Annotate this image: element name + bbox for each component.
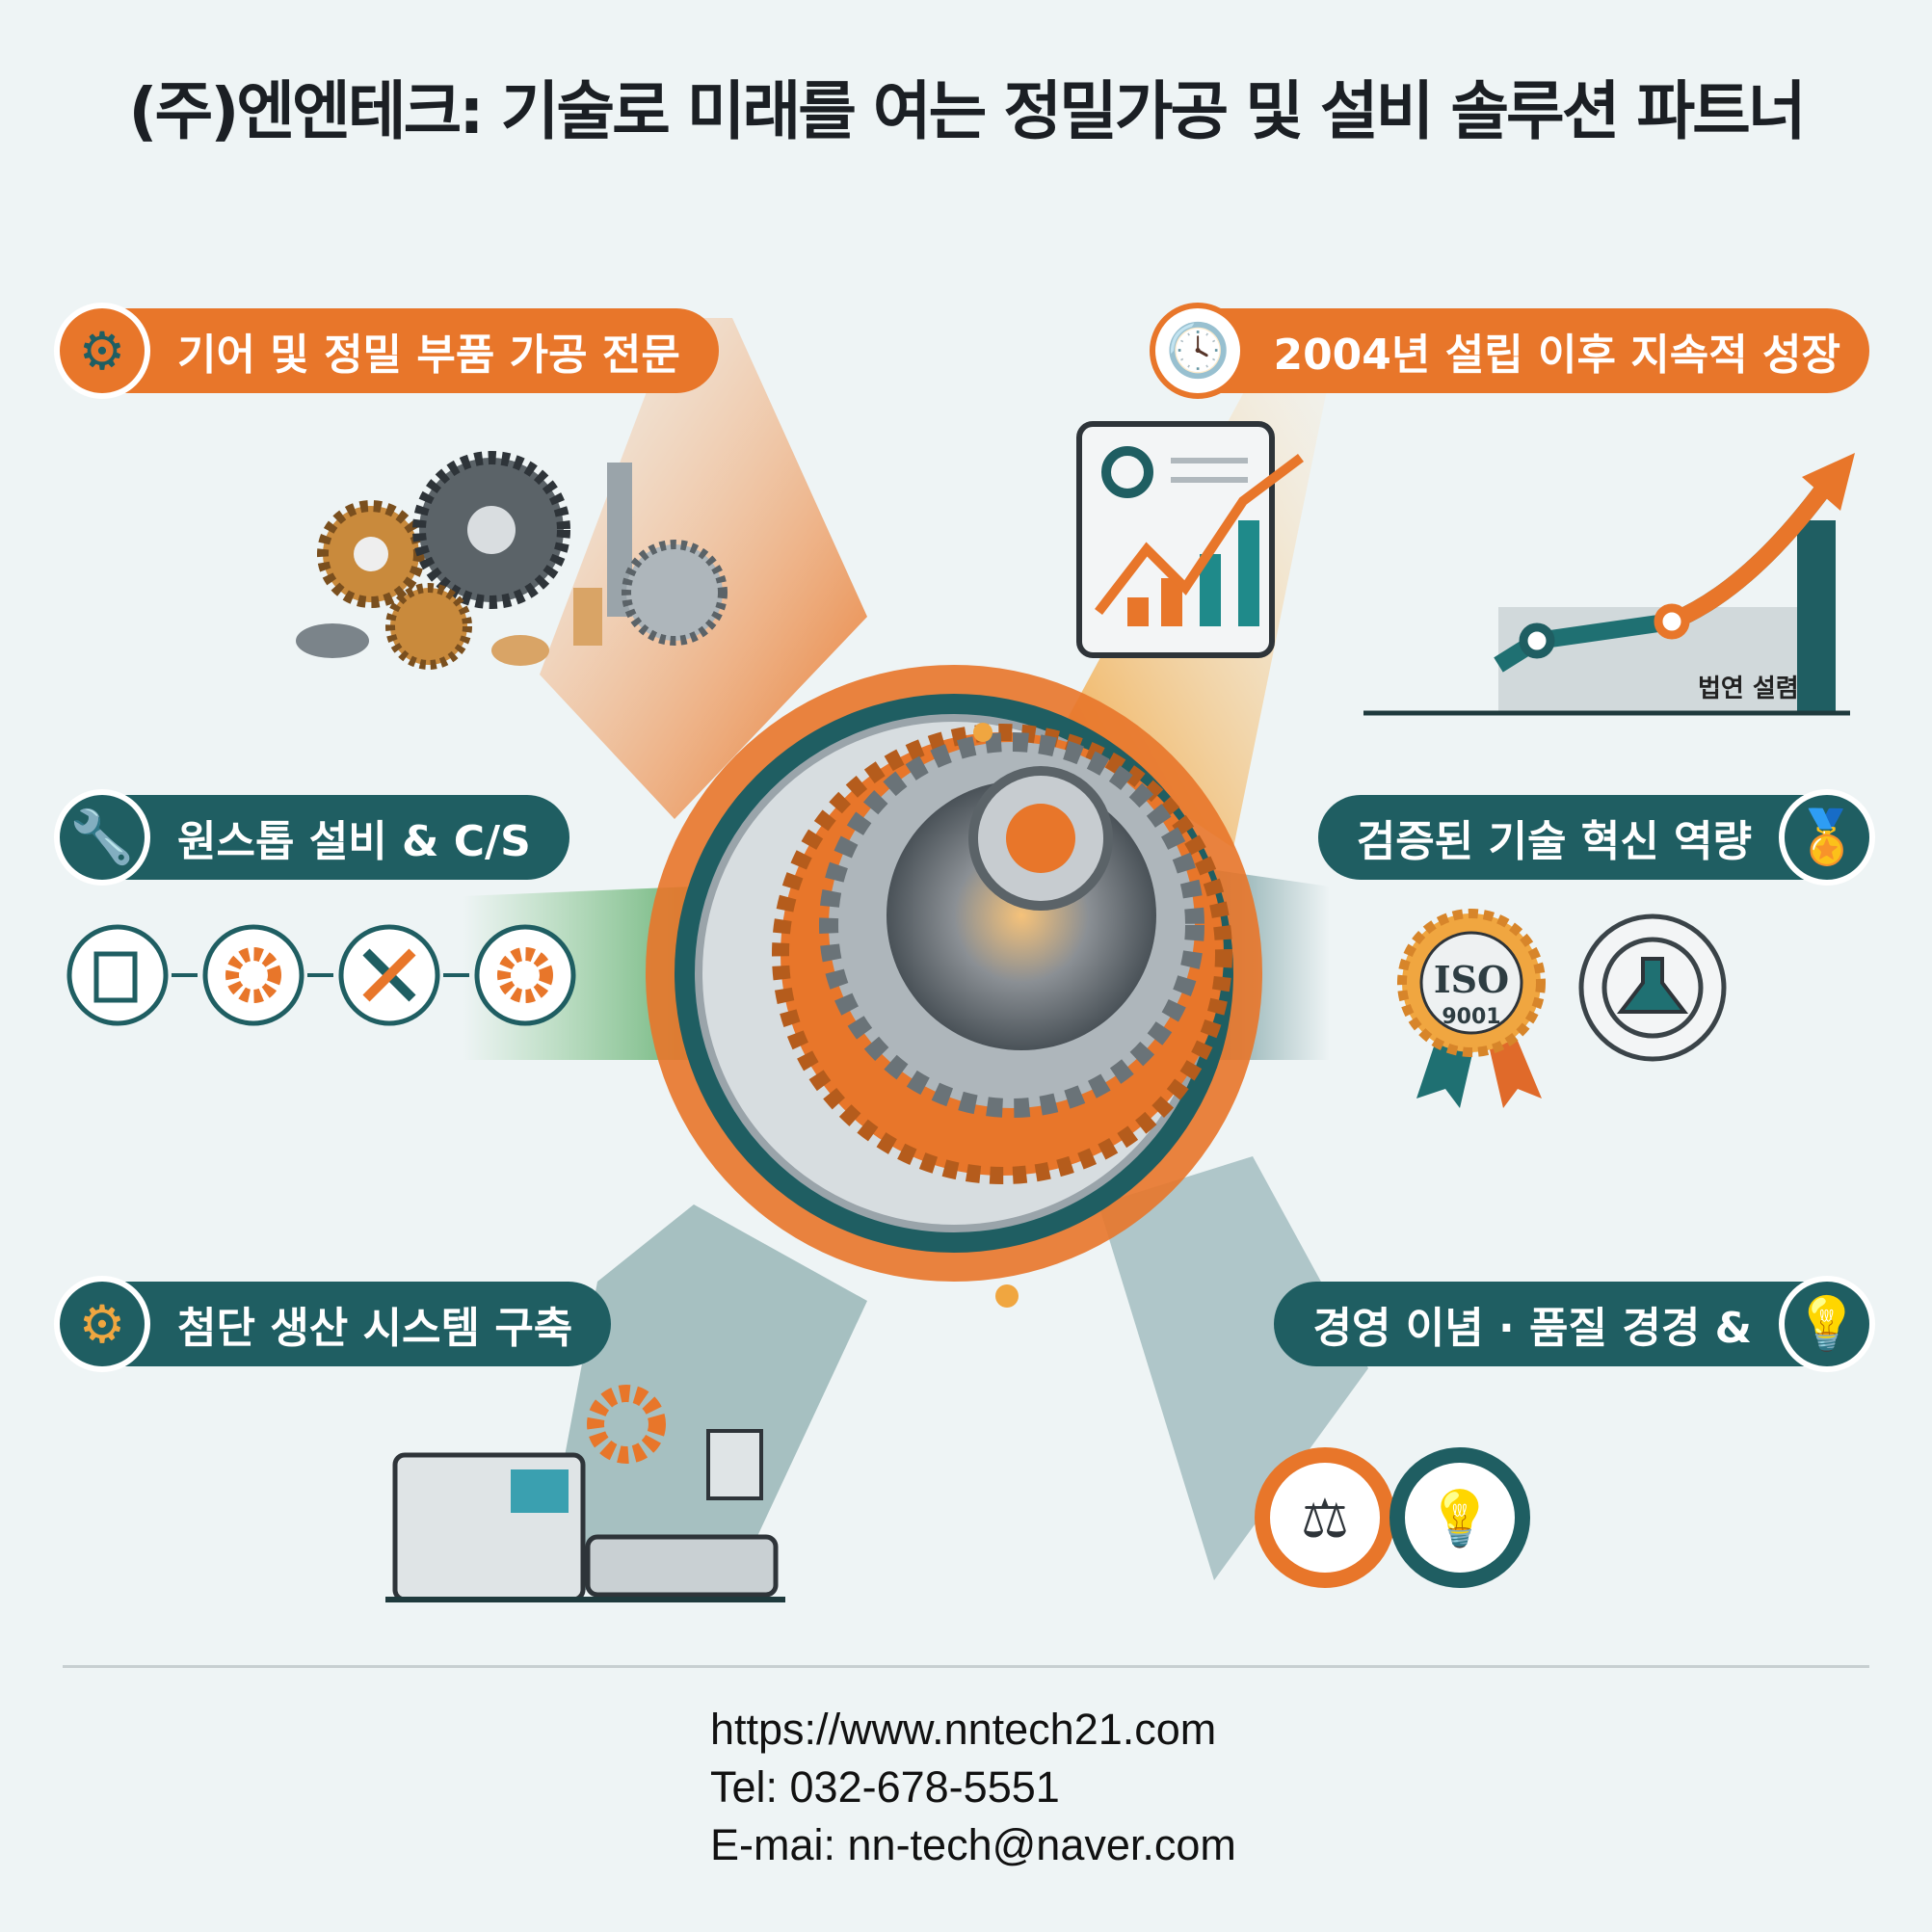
footer-contact: https://www.nntech21.com Tel: 032-678-55…	[710, 1701, 1236, 1874]
gear-icon: ⚙	[54, 1276, 150, 1372]
teal-connector-bottom-left	[540, 1204, 867, 1590]
central-gear-icon	[646, 665, 1262, 1308]
section-label: 2004년 설립 이후 지속적 성장	[1273, 331, 1840, 380]
section-label: 기어 및 정밀 부품 가공 전문	[177, 331, 680, 380]
clock-icon: 🕓	[1150, 303, 1247, 399]
iso-text: ISO	[1434, 958, 1509, 1001]
production-system-icon	[385, 1385, 785, 1602]
email-address[interactable]: E-mai: nn-tech@naver.com	[710, 1820, 1236, 1869]
iso-certification-badge: ISO 9001	[1397, 909, 1546, 1108]
section-label: 원스톱 설비 & C/S	[177, 817, 531, 866]
growth-chart-icon	[1363, 453, 1855, 716]
lab-certification-seal-icon	[1578, 913, 1727, 1062]
website-link[interactable]: https://www.nntech21.com	[710, 1705, 1217, 1754]
gear-icon: ⚙	[54, 303, 150, 399]
wrench-icon: 🔧	[54, 789, 150, 886]
document-edit-icon	[66, 924, 169, 1026]
iso-number: 9001	[1442, 1005, 1500, 1029]
section-one-stop-service: 🔧 원스톱 설비 & C/S	[54, 789, 569, 886]
page-title: (주)엔엔테크: 기술로 미래를 여는 정밀가공 및 설비 솔루션 파트너	[128, 74, 1806, 148]
section-precision-parts: ⚙ 기어 및 정밀 부품 가공 전문	[54, 303, 719, 399]
section-label: 검증된 기술 혁신 역량	[1356, 817, 1752, 866]
values-infinity-icon: ⚖ 💡	[1255, 1447, 1530, 1588]
precision-parts-icon	[296, 451, 728, 670]
section-production-system: ⚙ 첨단 생산 시스템 구축	[54, 1276, 612, 1372]
section-tech-innovation: 검증된 기술 혁신 역량 🏅	[1317, 789, 1875, 886]
section-label: 경영 이념 · 품질 경경 &	[1312, 1304, 1752, 1353]
lightbulb-icon: 💡	[1779, 1276, 1875, 1372]
section-label: 첨단 생산 시스템 구축	[177, 1304, 573, 1353]
section-management-philosophy: 경영 이념 · 품질 경경 & 💡	[1274, 1276, 1875, 1372]
section-growth: 🕓 2004년 설립 이후 지속적 성장	[1150, 303, 1869, 399]
report-chart-icon	[1076, 421, 1304, 658]
footer-divider	[63, 1665, 1869, 1668]
teal-connector-bottom-right	[1098, 1156, 1368, 1580]
growth-chart-label: 법연 설렴	[1698, 675, 1799, 703]
gear-icon	[202, 924, 304, 1026]
gear-wrench-icon	[474, 924, 576, 1026]
scale-icon: ⚖	[1301, 1488, 1349, 1550]
lightbulb-icon: 💡	[1426, 1488, 1494, 1550]
phone-number: Tel: 032-678-5551	[710, 1762, 1060, 1812]
badge-icon: 🏅	[1779, 789, 1875, 886]
